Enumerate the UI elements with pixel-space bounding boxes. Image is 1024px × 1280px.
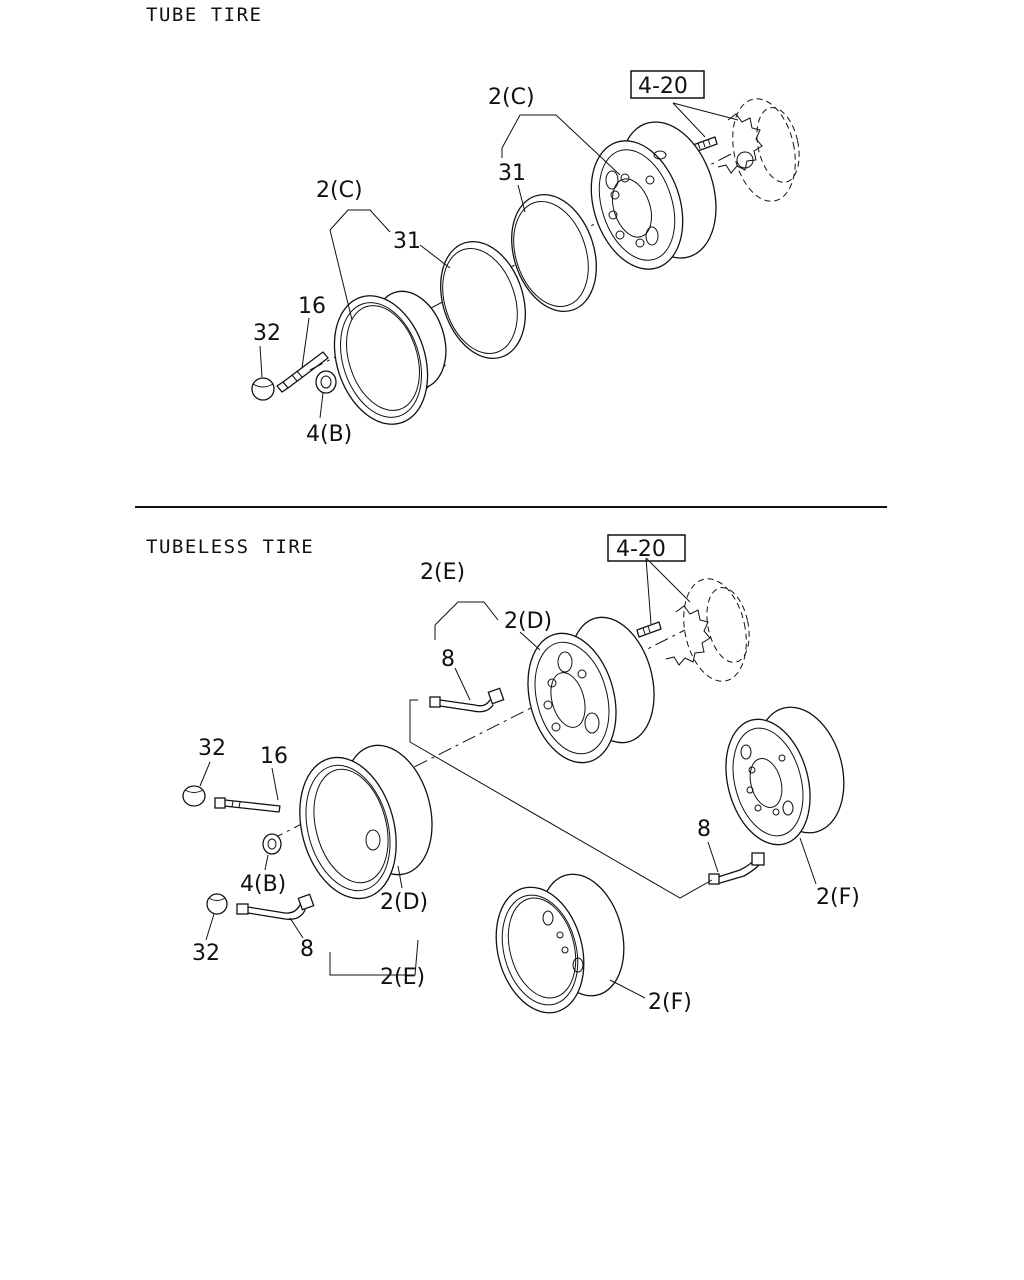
tubeless-ref-box: [607, 534, 686, 562]
tubeless-label-2f-bottom: 2(F): [648, 990, 692, 1015]
tube-label-4-20: 4-20: [638, 74, 688, 99]
tubeless-rim-lower-drawing: [299, 744, 433, 900]
tube-hub-drawing: [717, 98, 800, 202]
tubeless-label-2f-right: 2(F): [816, 885, 860, 910]
tube-tire-title: TUBE TIRE: [146, 4, 262, 26]
tubeless-label-2e-upper: 2(E): [420, 560, 465, 585]
tubeless-disc-upper-drawing: [527, 616, 655, 764]
tubeless-nut-drawing: [262, 833, 282, 855]
tube-label-4b: 4(B): [306, 422, 352, 447]
tubeless-disc-right-drawing: [725, 706, 845, 846]
tube-disc-wheel-drawing: [590, 121, 717, 270]
tubeless-tire-title: TUBELESS TIRE: [146, 536, 314, 558]
tube-side-ring-lower-drawing: [440, 240, 526, 360]
tube-label-16: 16: [298, 294, 326, 319]
tube-ref-box: [630, 70, 705, 99]
tubeless-label-32-upper: 32: [198, 736, 226, 761]
tube-tire-section: TUBE TIRE: [146, 4, 800, 447]
tubeless-label-2d-lower: 2(D): [380, 890, 428, 915]
tube-label-2c-lower: 2(C): [316, 178, 363, 203]
tubeless-label-2e-lower: 2(E): [380, 965, 425, 990]
tube-label-31-upper: 31: [498, 161, 526, 186]
tubeless-hub-stud-drawing: [636, 621, 662, 638]
tube-stud-drawing: [276, 351, 329, 393]
tube-label-31-lower: 31: [393, 229, 421, 254]
tubeless-hub-drawing: [665, 578, 750, 682]
tube-label-2c-upper: 2(C): [488, 85, 535, 110]
tubeless-valve-lower-drawing: [236, 893, 315, 920]
tube-cap-drawing: [251, 377, 275, 401]
tubeless-label-8-lower: 8: [300, 937, 314, 962]
tubeless-tire-section: TUBELESS TIRE: [146, 534, 860, 1015]
tubeless-label-8-upper: 8: [441, 647, 455, 672]
tubeless-leader-lines: [199, 557, 817, 999]
tubeless-label-32-lower: 32: [192, 941, 220, 966]
tube-rim-drawing: [333, 290, 447, 425]
tubeless-disc-bottom-drawing: [495, 873, 625, 1014]
tube-leader-lines: [259, 102, 739, 419]
tubeless-label-4b: 4(B): [240, 872, 286, 897]
tubeless-label-4-20: 4-20: [616, 537, 666, 562]
tubeless-label-2d-upper: 2(D): [504, 609, 552, 634]
tube-label-32: 32: [253, 321, 281, 346]
tubeless-valve-right-drawing: [708, 852, 765, 885]
tubeless-valve-upper-drawing: [429, 687, 505, 713]
tubeless-label-8-right: 8: [697, 817, 711, 842]
tube-nut-drawing: [315, 370, 337, 394]
tubeless-cap-upper-drawing: [182, 785, 206, 807]
tubeless-stud-drawing: [214, 797, 281, 813]
tube-side-ring-upper-drawing: [511, 193, 597, 313]
tubeless-label-16: 16: [260, 744, 288, 769]
tubeless-cap-lower-drawing: [206, 893, 228, 915]
